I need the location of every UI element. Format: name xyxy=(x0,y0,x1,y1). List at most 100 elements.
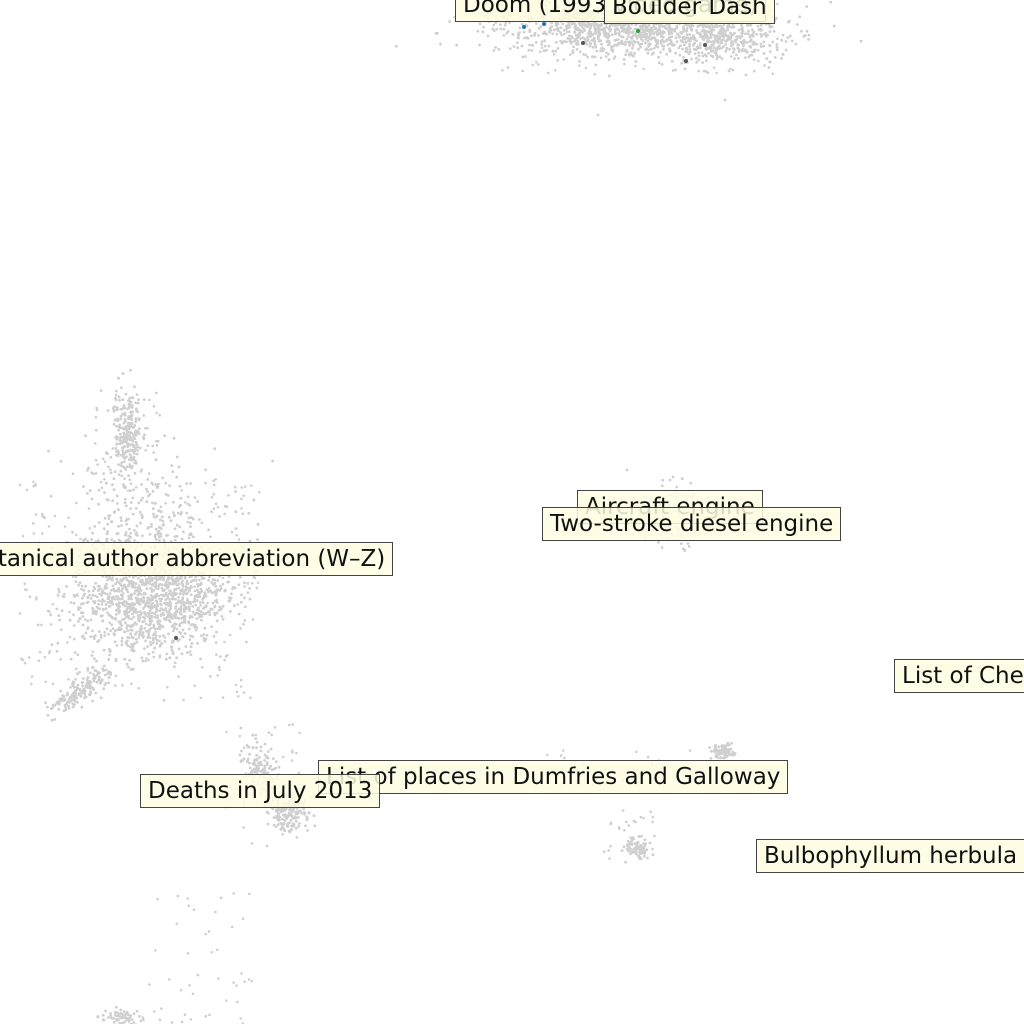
map-point xyxy=(647,48,650,52)
map-point xyxy=(102,648,106,652)
map-point xyxy=(121,436,125,439)
map-point xyxy=(51,682,55,686)
map-point xyxy=(749,38,753,41)
map-point xyxy=(273,767,276,771)
map-point xyxy=(235,534,238,537)
map-point xyxy=(688,37,692,40)
map-point xyxy=(214,641,218,644)
map-point xyxy=(50,718,54,722)
map-label-deaths-in-july-2013[interactable]: Deaths in July 2013 xyxy=(140,774,381,808)
map-point xyxy=(107,670,111,673)
map-point xyxy=(265,844,269,848)
map-point xyxy=(164,607,168,610)
map-point xyxy=(142,414,146,417)
map-point xyxy=(151,601,154,605)
map-point xyxy=(251,746,255,749)
map-point xyxy=(277,765,281,769)
map-point xyxy=(129,400,133,404)
map-point xyxy=(109,629,112,632)
map-point xyxy=(123,445,126,448)
map-point xyxy=(629,847,633,851)
map-point xyxy=(599,24,603,27)
map-point xyxy=(123,630,126,634)
map-point xyxy=(118,439,122,442)
map-point xyxy=(118,432,122,436)
map-label-botanical-author-abbreviation[interactable]: Botanical author abbreviation (W–Z) xyxy=(0,542,394,576)
map-point xyxy=(86,619,90,623)
map-point xyxy=(176,577,180,580)
map-point xyxy=(133,592,137,595)
map-point xyxy=(98,681,102,685)
map-point xyxy=(681,30,685,33)
map-point xyxy=(139,1019,143,1023)
map-point xyxy=(721,45,725,49)
map-point xyxy=(616,23,620,27)
map-point xyxy=(651,815,655,819)
map-point xyxy=(113,540,116,543)
map-point xyxy=(67,707,71,710)
map-point xyxy=(210,951,213,954)
map-point xyxy=(717,47,721,51)
map-point xyxy=(153,646,157,650)
map-point xyxy=(643,24,647,28)
map-label-two-stroke-diesel-engine[interactable]: Two-stroke diesel engine xyxy=(542,507,842,541)
map-point xyxy=(492,23,496,27)
map-point xyxy=(97,678,101,682)
map-point xyxy=(107,517,111,520)
map-point xyxy=(136,610,139,614)
map-point xyxy=(252,498,256,502)
map-label-dumfries-and-galloway[interactable]: List of places in Dumfries and Galloway xyxy=(318,760,789,794)
map-label-list-of-chess[interactable]: List of Chess xyxy=(894,659,1024,693)
map-point xyxy=(115,453,118,457)
map-point xyxy=(671,43,675,47)
map-point xyxy=(239,678,243,682)
map-point xyxy=(144,622,148,626)
map-point xyxy=(257,767,261,770)
map-point xyxy=(556,47,560,50)
map-point xyxy=(126,1013,130,1017)
map-label-boulder-dash[interactable]: Boulder Dash xyxy=(604,0,775,24)
map-point xyxy=(720,57,724,60)
map-point xyxy=(149,586,153,590)
map-point xyxy=(662,40,666,43)
map-point xyxy=(30,682,33,686)
map-point xyxy=(69,686,72,689)
map-point xyxy=(662,47,665,51)
map-point xyxy=(122,413,126,416)
map-point xyxy=(740,31,743,35)
map-point xyxy=(128,645,132,649)
map-point xyxy=(117,586,120,590)
map-point xyxy=(221,618,225,621)
map-point xyxy=(100,602,104,606)
map-point xyxy=(132,528,136,532)
map-point xyxy=(681,547,685,551)
map-point xyxy=(221,604,225,608)
map-point xyxy=(518,31,521,34)
map-point xyxy=(607,43,610,47)
map-point xyxy=(107,465,110,469)
map-point xyxy=(499,27,503,31)
map-point xyxy=(594,63,598,67)
map-point xyxy=(130,404,134,407)
map-point xyxy=(85,678,89,682)
map-point xyxy=(156,616,160,620)
map-point xyxy=(653,834,656,838)
map-point xyxy=(78,581,82,584)
map-point xyxy=(97,639,101,642)
map-point xyxy=(83,693,87,696)
map-point xyxy=(81,684,84,688)
map-point xyxy=(104,607,108,611)
map-point xyxy=(112,477,116,480)
map-point xyxy=(522,30,526,34)
map-point xyxy=(132,488,136,492)
map-point xyxy=(208,575,211,579)
map-point xyxy=(117,508,120,512)
map-point xyxy=(121,587,124,591)
map-point xyxy=(559,26,563,29)
map-label-bulbophyllum-herbula[interactable]: Bulbophyllum herbula xyxy=(756,839,1024,873)
map-point xyxy=(101,589,105,593)
map-point xyxy=(235,984,238,987)
map-point xyxy=(113,684,117,687)
map-point xyxy=(101,619,105,622)
map-point xyxy=(679,542,683,545)
